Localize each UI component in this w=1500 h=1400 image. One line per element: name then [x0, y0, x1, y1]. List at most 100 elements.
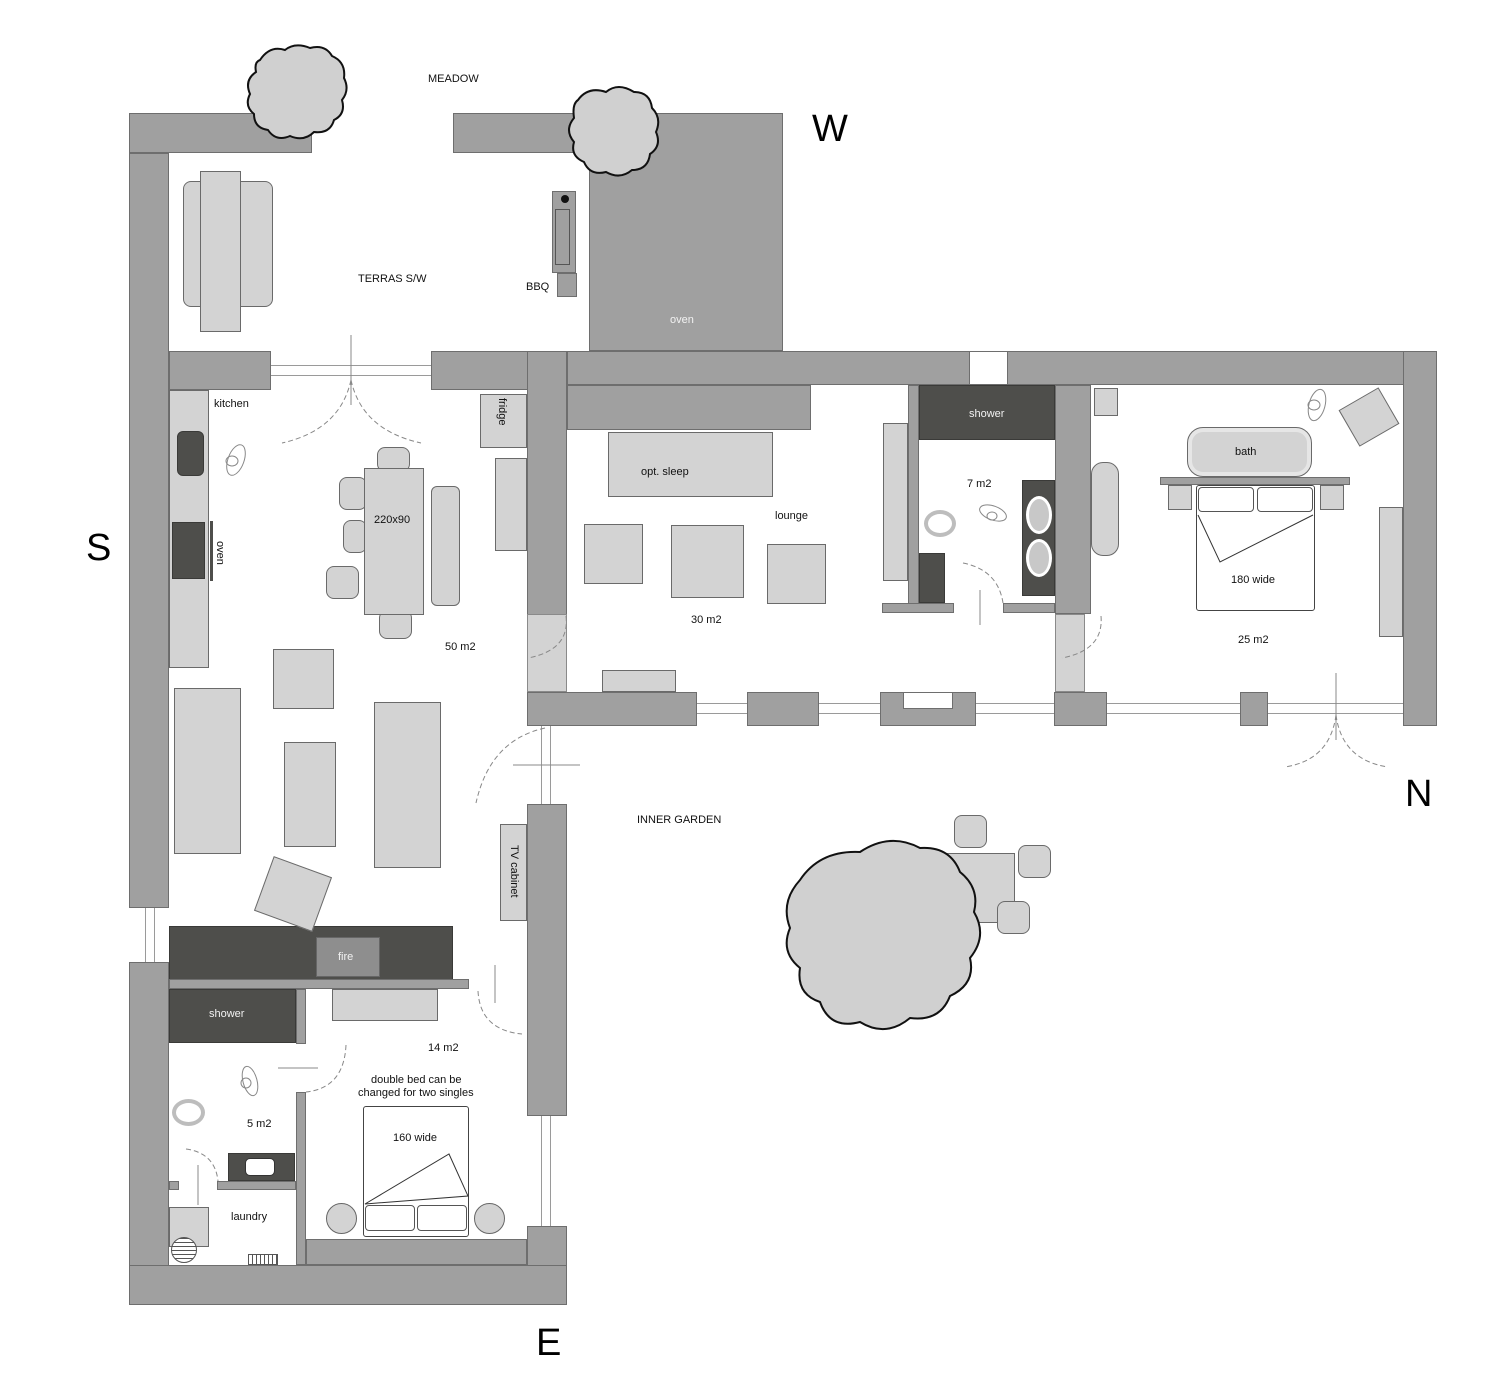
shower-east: [169, 989, 296, 1043]
wall-east-living: [527, 804, 567, 1116]
wall-west-main: [567, 351, 970, 385]
label-opt-sleep: opt. sleep: [641, 466, 689, 478]
armchair: [273, 649, 334, 709]
wall-bath-bottom-left: [882, 603, 954, 613]
window-garden-2: [819, 703, 880, 714]
lounge-armchair-left: [584, 524, 643, 584]
door-swing: [1284, 714, 1337, 768]
wall-bath-divider: [1055, 385, 1091, 614]
fireplace: [316, 937, 380, 977]
label-meadow: MEADOW: [428, 73, 479, 85]
wardrobe-north: [1379, 507, 1403, 637]
kitchen-sink: [177, 431, 204, 476]
label-fire: fire: [338, 951, 354, 963]
wall-laundry-top: [217, 1181, 296, 1190]
shower-north: [919, 385, 1055, 440]
label-terrace: TERRAS S/W: [358, 273, 427, 285]
label-table: 220x90: [374, 514, 411, 526]
label-kitchen-oven: oven: [214, 541, 226, 565]
label-bed-160: 160 wide: [393, 1132, 438, 1144]
label-bbq: BBQ: [526, 281, 550, 293]
label-guest-note-1: double bed can be: [371, 1074, 462, 1086]
sink-icon: [245, 1158, 275, 1176]
radiator-icon: [248, 1254, 278, 1265]
bench-oval: [1091, 462, 1119, 556]
label-outdoor-oven: oven: [670, 314, 694, 326]
wall-living-west-right: [431, 351, 528, 390]
window-south: [145, 908, 155, 962]
sofa-right: [374, 702, 441, 868]
tv-cabinet: [500, 824, 527, 921]
sofa-left: [174, 688, 241, 854]
bathtub: [1187, 427, 1312, 477]
bath-cabinet: [919, 553, 945, 603]
nightstand-right: [1320, 485, 1344, 510]
label-living-area: 50 m2: [445, 641, 476, 653]
bbq-stand: [557, 273, 577, 297]
door-swing: [185, 1148, 219, 1182]
guest-desk: [332, 989, 438, 1021]
label-guest-note-2: changed for two singles: [358, 1087, 474, 1099]
side-table-round: [474, 1203, 505, 1234]
kitchen-cabinet: [495, 458, 527, 551]
wall-east-corner: [527, 1226, 567, 1266]
wall-garden-5: [1240, 692, 1268, 726]
garden-chair: [1018, 845, 1051, 878]
label-master-area: 25 m2: [1238, 634, 1269, 646]
dining-table: [364, 468, 424, 615]
bed-sheet-fold: [364, 1153, 469, 1205]
side-table-round: [326, 1203, 357, 1234]
door-swing: [477, 990, 523, 1035]
wall-laundry-top-left: [169, 1181, 179, 1190]
garden-chair: [997, 901, 1030, 934]
garden-chair: [954, 815, 987, 848]
wall-garden-4: [1054, 692, 1107, 726]
wall-living-west-left: [169, 351, 271, 390]
kitchen-oven-door: [210, 521, 213, 581]
wall-garden-2: [747, 692, 819, 726]
kitchen-oven: [172, 522, 205, 579]
lounge-coffee-table: [671, 525, 744, 598]
bbq-knob-icon: [561, 195, 569, 203]
ceiling-light-icon: [1307, 388, 1327, 422]
label-laundry: laundry: [231, 1211, 268, 1223]
ceiling-light-icon: [979, 504, 1007, 522]
pillow: [1257, 487, 1313, 512]
toilet-icon: [924, 510, 956, 537]
coffee-table: [284, 742, 336, 847]
label-bed-180: 180 wide: [1231, 574, 1276, 586]
compass-north: N: [1405, 773, 1433, 815]
door-swing: [305, 1044, 347, 1093]
door-swing: [527, 615, 567, 659]
pillow: [365, 1205, 415, 1231]
label-bath-north-area: 7 m2: [967, 478, 992, 490]
wall-south-lower: [129, 962, 169, 1267]
label-fridge: fridge: [496, 398, 508, 426]
compass-west: W: [812, 108, 848, 150]
window-garden-1: [697, 703, 747, 714]
door-swing: [475, 727, 546, 804]
bbq-grill: [552, 191, 576, 273]
wall-bath-guest-divider-lower: [296, 1092, 306, 1265]
wall-vent-gap: [970, 351, 1007, 385]
fridge: [480, 394, 527, 448]
wall-lounge-divider: [527, 351, 567, 616]
door-swing: [962, 562, 1004, 604]
window-garden-3: [976, 703, 1054, 714]
sofa-opt-sleep: [608, 432, 773, 497]
wall-south-upper: [129, 153, 169, 908]
wall-bath-guest-divider: [296, 989, 306, 1044]
nightstand-left: [1168, 485, 1192, 510]
tree-icon: [568, 86, 660, 177]
nightstand-small: [1094, 388, 1118, 416]
wall-north: [1403, 351, 1437, 726]
label-inner-garden: INNER GARDEN: [637, 814, 722, 826]
wall-fire-bottom: [169, 979, 469, 989]
chair: [377, 447, 410, 472]
door-swing: [281, 379, 352, 444]
door-swing: [350, 379, 422, 444]
wall-west-right: [1007, 351, 1437, 385]
door-swing: [1335, 714, 1389, 768]
label-kitchen: kitchen: [214, 398, 249, 410]
